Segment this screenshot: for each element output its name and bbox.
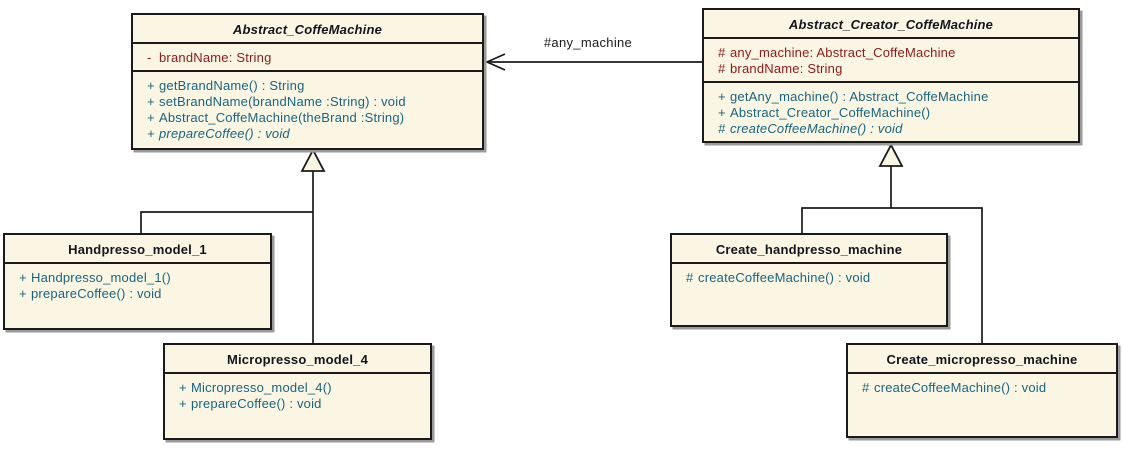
visibility-symbol: + (179, 396, 187, 411)
methods-compartment: + getAny_machine() : Abstract_CoffeMachi… (704, 81, 1078, 141)
visibility-symbol: + (147, 126, 155, 141)
class-handpresso-model-1[interactable]: Handpresso_model_1 + Handpresso_model_1(… (3, 233, 272, 330)
visibility-symbol: + (19, 270, 27, 285)
class-create-handpresso-machine[interactable]: Create_handpresso_machine # createCoffee… (670, 233, 948, 327)
visibility-symbol: # (718, 45, 726, 60)
class-title: Handpresso_model_1 (68, 242, 207, 257)
inheritance-triangle-icon (300, 148, 326, 172)
method-row: + prepareCoffee() : void (167, 396, 428, 412)
association-label: #any_machine (543, 35, 633, 50)
visibility-symbol: # (686, 270, 694, 285)
visibility-symbol: - (147, 50, 152, 65)
visibility-symbol: + (147, 94, 155, 109)
class-abstract-coffemachine[interactable]: Abstract_CoffeMachine - brandName: Strin… (131, 13, 484, 150)
attributes-compartment: - brandName: String (133, 42, 482, 70)
method-row: + Handpresso_model_1() (7, 270, 268, 286)
method-row: + getAny_machine() : Abstract_CoffeMachi… (706, 89, 1076, 105)
visibility-symbol: # (718, 121, 726, 136)
association-any-machine (484, 53, 702, 71)
visibility-symbol: + (147, 78, 155, 93)
visibility-symbol: + (718, 89, 726, 104)
method-row: # createCoffeeMachine() : void (850, 380, 1114, 396)
methods-compartment: + Handpresso_model_1() + prepareCoffee()… (5, 262, 270, 328)
visibility-symbol: # (862, 380, 870, 395)
method-row: + Micropresso_model_4() (167, 380, 428, 396)
class-micropresso-model-4[interactable]: Micropresso_model_4 + Micropresso_model_… (163, 343, 432, 440)
attributes-compartment: # any_machine: Abstract_CoffeMachine # b… (704, 37, 1078, 81)
class-title: Abstract_CoffeMachine (232, 22, 383, 37)
attribute-row: # brandName: String (706, 61, 1076, 77)
method-row: + getBrandName() : String (135, 78, 480, 94)
visibility-symbol: + (718, 105, 726, 120)
method-row-abstract: # createCoffeeMachine() : void (706, 121, 1076, 137)
method-row: # createCoffeeMachine() : void (674, 270, 944, 286)
attribute-row: - brandName: String (135, 50, 480, 66)
methods-compartment: # createCoffeeMachine() : void (672, 262, 946, 325)
class-title: Abstract_Creator_CoffeMachine (788, 17, 994, 32)
method-row-abstract: + prepareCoffee() : void (135, 126, 480, 142)
visibility-symbol: + (147, 110, 155, 125)
class-title: Create_handpresso_machine (715, 242, 903, 257)
class-title: Micropresso_model_4 (226, 352, 369, 367)
methods-compartment: + Micropresso_model_4() + prepareCoffee(… (165, 372, 430, 438)
visibility-symbol: + (179, 380, 187, 395)
visibility-symbol: + (19, 286, 27, 301)
inheritance-triangle-icon (878, 143, 904, 167)
class-title: Create_micropresso_machine (886, 352, 1078, 367)
method-row: + prepareCoffee() : void (7, 286, 268, 302)
class-create-micropresso-machine[interactable]: Create_micropresso_machine # createCoffe… (846, 343, 1118, 438)
method-row: + Abstract_Creator_CoffeMachine() (706, 105, 1076, 121)
class-abstract-creator-coffemachine[interactable]: Abstract_Creator_CoffeMachine # any_mach… (702, 8, 1080, 143)
visibility-symbol: # (718, 61, 726, 76)
attribute-row: # any_machine: Abstract_CoffeMachine (706, 45, 1076, 61)
method-row: + setBrandName(brandName :String) : void (135, 94, 480, 110)
methods-compartment: # createCoffeeMachine() : void (848, 372, 1116, 436)
method-row: + Abstract_CoffeMachine(theBrand :String… (135, 110, 480, 126)
open-arrowhead-icon (484, 53, 506, 71)
methods-compartment: + getBrandName() : String + setBrandName… (133, 70, 482, 148)
